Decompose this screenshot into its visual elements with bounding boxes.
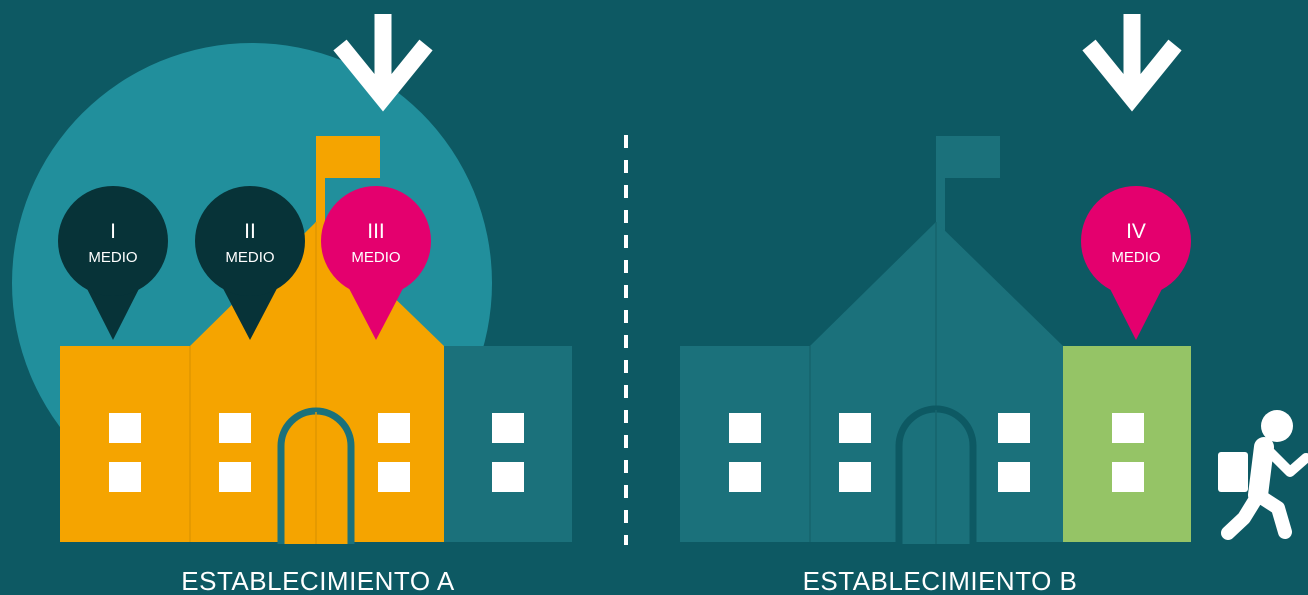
pin-iii-medio: III MEDIO (321, 186, 431, 340)
building-a-right-wing (444, 346, 572, 542)
pin-label: MEDIO (225, 249, 274, 266)
pin-ii-medio: II MEDIO (195, 186, 305, 340)
arrow-down-icon (1082, 14, 1182, 112)
flag-b (936, 136, 1000, 246)
pin-label: MEDIO (88, 249, 137, 266)
school-b: IV MEDIO ESTABLECIMIENTO B (680, 14, 1308, 595)
building-a-left (60, 346, 190, 542)
pin-number: II (244, 220, 256, 243)
pin-label: MEDIO (351, 249, 400, 266)
pin-label: MEDIO (1111, 249, 1160, 266)
windows-b (729, 413, 1144, 492)
school-b-label: ESTABLECIMIENTO B (803, 566, 1078, 595)
pin-number: III (367, 220, 385, 243)
building-b-main (680, 346, 1063, 542)
school-a-label: ESTABLECIMIENTO A (181, 566, 455, 595)
windows-a (109, 413, 524, 492)
flag-a (316, 136, 380, 246)
pin-i-medio: I MEDIO (58, 186, 168, 340)
pin-number: I (110, 220, 116, 243)
pin-number: IV (1126, 220, 1146, 243)
school-a: I MEDIO II MEDIO III MEDIO ESTABLECIMIEN… (12, 14, 572, 595)
person-walking-with-briefcase-icon (1218, 410, 1308, 540)
arrow-down-icon (333, 14, 433, 112)
building-b-green-wing (1063, 346, 1191, 542)
pin-iv-medio: IV MEDIO (1081, 186, 1191, 340)
